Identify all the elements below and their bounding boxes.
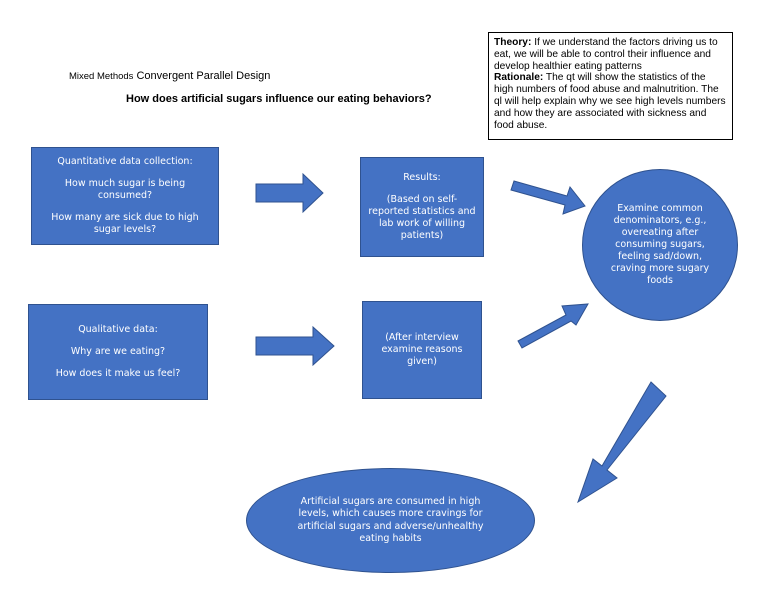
qualitative-question-2: How does it make us feel?: [55, 368, 181, 379]
interview-detail: (After interview examine reasons given): [381, 332, 463, 367]
conclusion-text: Artificial sugars are consumed in high l…: [297, 495, 484, 545]
arrow-interview-to-examine: [517, 303, 589, 349]
arrow-quant-to-results: [255, 172, 324, 214]
quantitative-title: Quantitative data collection:: [57, 156, 193, 167]
theory-text: If we understand the factors driving us …: [494, 37, 718, 72]
arrow-qual-to-interview: [255, 325, 335, 367]
qualitative-title: Qualitative data:: [78, 324, 158, 335]
results-detail: (Based on self-reported statistics and l…: [368, 194, 476, 241]
arrow-examine-to-conclusion: [577, 381, 667, 504]
research-question: How does artificial sugars influence our…: [126, 93, 432, 105]
arrow-results-to-examine: [510, 180, 586, 215]
theory-label: Theory:: [494, 37, 532, 48]
quantitative-question-2: How many are sick due to high sugar leve…: [51, 212, 199, 235]
quantitative-question-1: How much sugar is being consumed?: [64, 178, 186, 201]
conclusion-ellipse: Artificial sugars are consumed in high l…: [246, 468, 535, 573]
qualitative-data-box: Qualitative data: Why are we eating? How…: [28, 304, 208, 400]
results-title: Results:: [403, 172, 441, 183]
design-name: Convergent Parallel Design: [136, 70, 271, 82]
rationale-text: The qt will show the statistics of the h…: [494, 72, 726, 131]
qualitative-question-1: Why are we eating?: [70, 346, 166, 357]
design-prefix: Mixed Methods: [69, 71, 134, 82]
theory-rationale-box: Theory: If we understand the factors dri…: [488, 32, 733, 140]
examine-text: Examine common denominators, e.g., overe…: [610, 203, 710, 286]
examine-denominators-circle: Examine common denominators, e.g., overe…: [582, 169, 738, 321]
quantitative-data-box: Quantitative data collection: How much s…: [31, 147, 219, 245]
design-title: Mixed Methods Convergent Parallel Design: [69, 70, 270, 82]
interview-box: (After interview examine reasons given): [362, 301, 482, 399]
rationale-label: Rationale:: [494, 72, 544, 84]
results-box: Results: (Based on self-reported statist…: [360, 157, 484, 257]
